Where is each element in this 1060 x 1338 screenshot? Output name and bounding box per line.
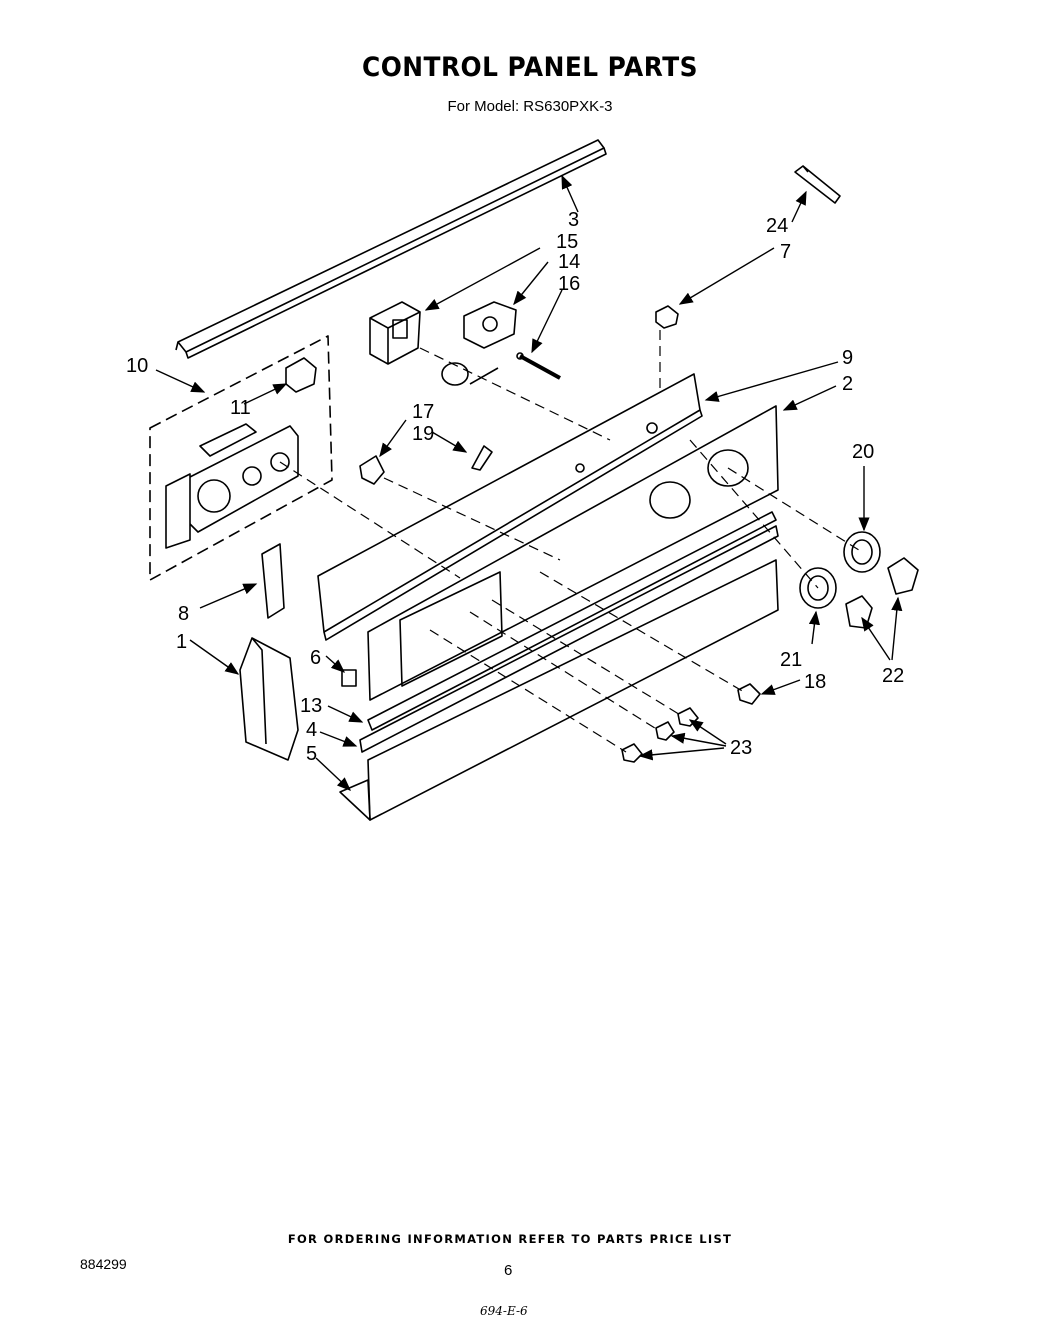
assembly-guide-lines (279, 330, 863, 753)
callout-6: 6 (310, 647, 321, 669)
callout-10: 10 (126, 355, 148, 377)
callout-1: 1 (176, 631, 187, 653)
part-14-switch (463, 301, 517, 349)
callout-19: 19 (412, 423, 434, 445)
document-number: 884299 (80, 1256, 127, 1272)
callout-4: 4 (306, 719, 317, 741)
part-19-hook (471, 445, 493, 471)
page-title: CONTROL PANEL PARTS (362, 52, 698, 83)
part-13-strip (367, 511, 777, 731)
part-23-feet (621, 707, 699, 763)
part-16-sensor (516, 352, 561, 380)
callout-5: 5 (306, 743, 317, 765)
callout-3: 3 (568, 209, 579, 231)
callout-15: 15 (556, 231, 578, 253)
part-10-dashed-group (149, 335, 333, 581)
part-9-control-bracket (317, 373, 703, 641)
callout-11: 11 (230, 397, 251, 419)
part-24-bracket (794, 165, 841, 204)
callout-labels: 3 15 14 16 24 7 9 2 10 11 17 19 20 21 22… (126, 209, 904, 765)
part-20-bezel (843, 531, 881, 573)
part-11-clip (285, 357, 317, 393)
callout-20: 20 (852, 441, 874, 463)
part-5-bottom-trim (339, 559, 779, 821)
callout-13: 13 (300, 695, 322, 717)
callout-21: 21 (780, 649, 802, 671)
model-subtitle: For Model: RS630PXK-3 (447, 98, 613, 115)
part-15-switch-housing (369, 301, 421, 365)
handwritten-note: 694-E-6 (480, 1304, 528, 1318)
ring-part (441, 362, 469, 386)
callout-22: 22 (882, 665, 904, 687)
part-1-end-cap (239, 637, 299, 761)
part-3-trim-strip (175, 139, 607, 359)
ordering-information-note: FOR ORDERING INFORMATION REFER TO PARTS … (287, 1232, 733, 1246)
part-6-block (341, 669, 357, 687)
callout-9: 9 (842, 347, 853, 369)
callout-17: 17 (412, 401, 434, 423)
part-17-clip (359, 455, 385, 485)
part-18-plug (737, 683, 761, 705)
part-4-strip (359, 525, 779, 753)
part-8-bracket (261, 543, 285, 619)
callout-7: 7 (780, 241, 791, 263)
callout-24: 24 (766, 215, 788, 237)
callout-18: 18 (804, 671, 826, 693)
page-number: 6 (504, 1262, 513, 1279)
part-10-timer-assembly (165, 423, 299, 549)
callout-16: 16 (558, 273, 580, 295)
callout-2: 2 (842, 373, 853, 395)
callout-8: 8 (178, 603, 189, 625)
part-7-small-knob (655, 305, 679, 329)
callout-14: 14 (558, 251, 580, 273)
callout-23: 23 (730, 737, 752, 759)
part-2-control-panel (367, 405, 779, 701)
leader-lines (155, 174, 903, 791)
